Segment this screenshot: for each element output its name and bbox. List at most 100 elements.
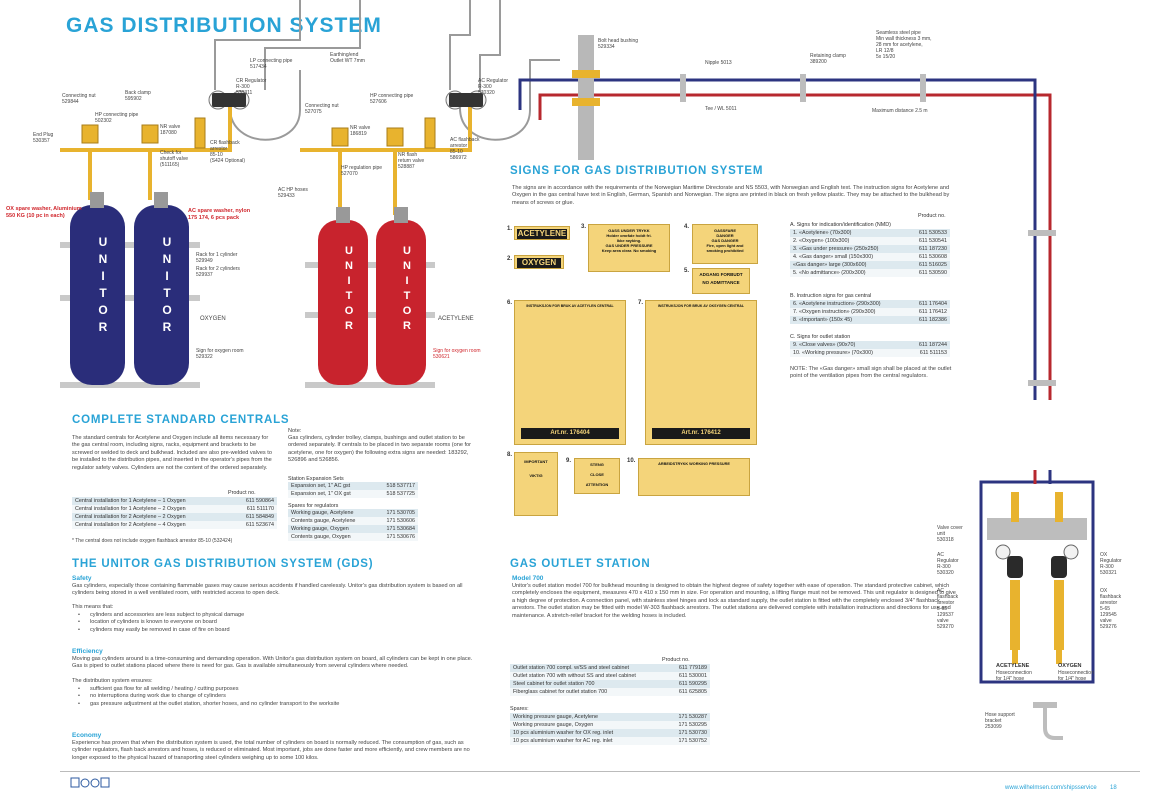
table-row: 2. «Oxygen» (100x300)611 530541 — [790, 237, 950, 245]
list-item: gas pressure adjustment at the outlet st… — [72, 701, 372, 709]
table-row: 10 pcs aluminium washer for OX reg. inle… — [510, 729, 710, 737]
label-tee: Tee / WL 5011 — [705, 106, 737, 112]
sign-number-8: 8. — [507, 452, 513, 458]
cylinder-label-3: UNITOR — [343, 245, 355, 335]
signs-group-c: C. Signs for outlet station — [790, 334, 851, 340]
gds-ensures-bullets: sufficient gas flow for all welding / he… — [72, 686, 372, 709]
gds-safety: Gas cylinders, especially those containi… — [72, 583, 463, 597]
gas-distribution-diagram — [60, 0, 1056, 400]
label-acetylene-out: ACETYLENE — [996, 663, 1030, 669]
sign-number-6: 6. — [507, 300, 513, 306]
sign-number-4: 4. — [684, 224, 690, 230]
list-item: sufficient gas flow for all welding / he… — [72, 686, 372, 694]
table-row: Central installation for 2 Acetylene – 4… — [72, 521, 277, 529]
table-row: 10. «Working pressure» (70x300)611 51115… — [790, 349, 950, 357]
table-row: Central installation for 1 Acetylene – 2… — [72, 505, 277, 513]
sign-important: IMPORTANT VIKTIG — [514, 452, 558, 516]
cylinder-label-4: UNITOR — [401, 245, 413, 335]
gds-bullets: cylinders and accessories are less subje… — [72, 612, 482, 635]
acetylene-cylinders — [318, 207, 426, 385]
label-ac-regulator: AC Regulator R-300 570320 — [478, 78, 509, 96]
centrals-footnote: * The central does not include oxygen fl… — [72, 538, 233, 544]
cylinder-label-1: UNITOR — [96, 235, 110, 337]
label-lp-pipe: LP connecting pipe 517434 — [250, 58, 293, 70]
sign-gas-under-pressure: GASS UNDER TRYKK Holder område holdt fri… — [588, 224, 670, 272]
signs-table-b: 6. «Acetylene instruction» (290x300)611 … — [790, 300, 950, 324]
table-row: «Gas danger» large (300x600)611 516025 — [790, 261, 950, 269]
label-nr-valve-mid: NR valve 186819 — [350, 125, 371, 137]
gds-safety-head: Safety — [72, 575, 92, 582]
acetylene-pipe — [538, 93, 1052, 400]
table-row: 5. «No admittance» (200x300)611 530590 — [790, 269, 950, 277]
gds-this-means: This means that: — [72, 604, 114, 610]
centrals-title: COMPLETE STANDARD CENTRALS — [72, 414, 290, 426]
signs-table-c: 9. «Close valves» (90x70)611 187244 10. … — [790, 341, 950, 357]
label-connecting-nut: Connecting nut 529844 — [62, 93, 96, 105]
table-row: 10 pcs aluminium washer for AC reg. inle… — [510, 737, 710, 745]
label-ox-regulator-out: OX Regulator R-300 530321 — [1100, 552, 1122, 576]
sign-working-pressure: ARBEIDSTRYKK WORKING PRESSURE — [638, 458, 750, 496]
signs-group-a: A. Signs for indication/identification (… — [790, 222, 891, 228]
label-sign-oxygen-room: Sign for oxygen room 529322 — [196, 348, 244, 360]
label-seamless-pipe: Seamless steel pipe Min wall thickness 3… — [876, 30, 932, 60]
outlet-paragraph: Unitor's outlet station model 700 for bu… — [512, 583, 956, 619]
outlet-table: Outlet station 700 compl. w/SS and steel… — [510, 664, 710, 696]
table-row: 7. «Oxygen instruction» (290x300)611 176… — [790, 308, 950, 316]
outlet-station-drawing — [979, 470, 1095, 740]
outlet-spares-head: Spares: — [510, 706, 529, 712]
sign-number-7: 7. — [638, 300, 644, 306]
list-item: location of cylinders is known to everyo… — [72, 619, 482, 627]
label-ac-regulator-out: AC Regulator R-300 530320 — [937, 552, 959, 576]
label-ac-spare-washer: AC spare washer, nylon 175 174, 6 pcs pa… — [188, 208, 251, 221]
page-title: GAS DISTRIBUTION SYSTEM — [66, 14, 382, 37]
signs-paragraph: The signs are in accordance with the req… — [512, 185, 950, 206]
signs-product-head: Product no. — [918, 213, 946, 219]
list-item: no interruptions during work due to chan… — [72, 693, 372, 701]
label-oxygen-tag: OXYGEN — [200, 316, 226, 322]
gds-title: THE UNITOR GAS DISTRIBUTION SYSTEM (GDS) — [72, 558, 374, 570]
sign-acetylene-instruction: INSTRUKSJON FOR BRUK AV ACETYLEN CENTRAL… — [514, 300, 626, 445]
table-row: Outlet station 700 with without SS and s… — [510, 672, 710, 680]
label-back-clamp: Back clamp 595902 — [125, 90, 151, 102]
table-row: 1. «Acetylene» (70x300)611 530533 — [790, 229, 950, 237]
signs-table-a: 1. «Acetylene» (70x300)611 530533 2. «Ox… — [790, 229, 950, 277]
label-hose-support: Hose support bracket 253099 — [985, 712, 1015, 730]
label-ac-hp-hoses: AC HP hoses 529433 — [278, 187, 308, 199]
centrals-note-head: Note: — [288, 428, 302, 434]
footer-logo-icon — [70, 777, 110, 788]
list-item: cylinders and accessories are less subje… — [72, 612, 482, 620]
signs-group-b: B. Instruction signs for gas central — [790, 293, 872, 299]
label-end-plug: End Plug 530357 — [33, 132, 54, 144]
gds-ensures: The distribution system ensures: — [72, 678, 153, 684]
table-row: Outlet station 700 compl. w/SS and steel… — [510, 664, 710, 672]
list-item: cylinders may easily be removed in case … — [72, 627, 482, 635]
sign-close-valves: STENG CLOSE ATTENTION — [574, 458, 620, 494]
label-hp-connecting-pipe: HP connecting pipe 502302 — [95, 112, 139, 124]
table-row: 8. «Important» (150x 45)611 182386 — [790, 316, 950, 324]
table-row: Central installation for 1 Acetylene – 1… — [72, 497, 277, 505]
label-oxygen-out: OXYGEN — [1058, 663, 1082, 669]
gds-economy: Experience has proven that when the dist… — [72, 740, 470, 761]
sign-oxygen-instruction: INSTRUKSJON FOR BRUK AV OKSYGEN CENTRAL … — [645, 300, 757, 445]
table-row: 6. «Acetylene instruction» (290x300)611 … — [790, 300, 950, 308]
label-acetylene-tag: ACETYLENE — [438, 316, 474, 322]
label-sign-acetylene-room: Sign for oxygen room 530621 — [433, 348, 481, 360]
table-row: 3. «Gas under pressure» (250x250)611 187… — [790, 245, 950, 253]
sign-number-2: 2. — [507, 256, 513, 262]
footer-url[interactable]: www.wilhelmsen.com/shipsservice — [1005, 785, 1097, 791]
label-mfl-valve: NR flash return valve 528887 — [398, 152, 425, 170]
centrals-product-head: Product no. — [228, 490, 256, 496]
label-ac-flashback-out: AC flashback arrestor 5-65 129537 valve … — [937, 588, 959, 630]
sign-number-9: 9. — [566, 458, 572, 464]
cylinder-label-2: UNITOR — [160, 235, 174, 337]
label-rack-2: Rack for 2 cylinders 529937 — [196, 266, 240, 278]
sign-gas-danger: GASSFARE DANGER GAS DANGER Fire, open li… — [692, 224, 758, 264]
label-check-valve: Check for shutoff valve (511165) — [160, 150, 188, 168]
